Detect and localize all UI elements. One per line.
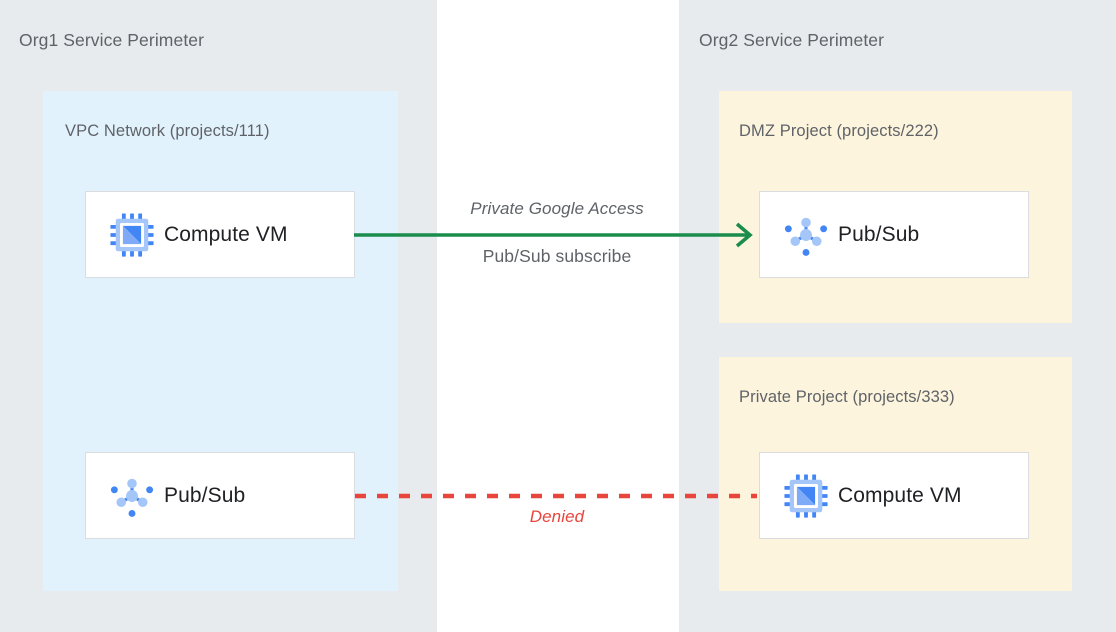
resource-card-compute-vm-org2-label: Compute VM <box>838 483 962 507</box>
connector-allowed-label-bottom: Pub/Sub subscribe <box>482 246 632 266</box>
perimeter-org2-title: Org2 Service Perimeter <box>699 30 885 50</box>
compute-vm-icon <box>774 473 838 519</box>
connector-allowed-arrow <box>354 222 753 248</box>
container-vpc-network-title: VPC Network (projects/111) <box>65 122 270 140</box>
resource-card-compute-vm-org1-label: Compute VM <box>164 222 288 246</box>
pubsub-icon <box>100 473 164 519</box>
connector-denied-dashed <box>355 493 757 499</box>
resource-card-pubsub-org1[interactable]: Pub/Sub <box>85 452 355 539</box>
perimeter-org1-title: Org1 Service Perimeter <box>19 30 205 50</box>
compute-vm-icon <box>100 212 164 258</box>
pubsub-icon <box>774 212 838 258</box>
resource-card-compute-vm-org2[interactable]: Compute VM <box>759 452 1029 539</box>
container-dmz-project-title: DMZ Project (projects/222) <box>739 122 939 140</box>
resource-card-pubsub-org2[interactable]: Pub/Sub <box>759 191 1029 278</box>
connector-allowed-label-top: Private Google Access <box>470 199 644 218</box>
resource-card-pubsub-org2-label: Pub/Sub <box>838 222 920 246</box>
connector-denied-label: Denied <box>529 507 585 526</box>
container-private-project-title: Private Project (projects/333) <box>739 388 955 406</box>
resource-card-pubsub-org1-label: Pub/Sub <box>164 483 246 507</box>
resource-card-compute-vm-org1[interactable]: Compute VM <box>85 191 355 278</box>
